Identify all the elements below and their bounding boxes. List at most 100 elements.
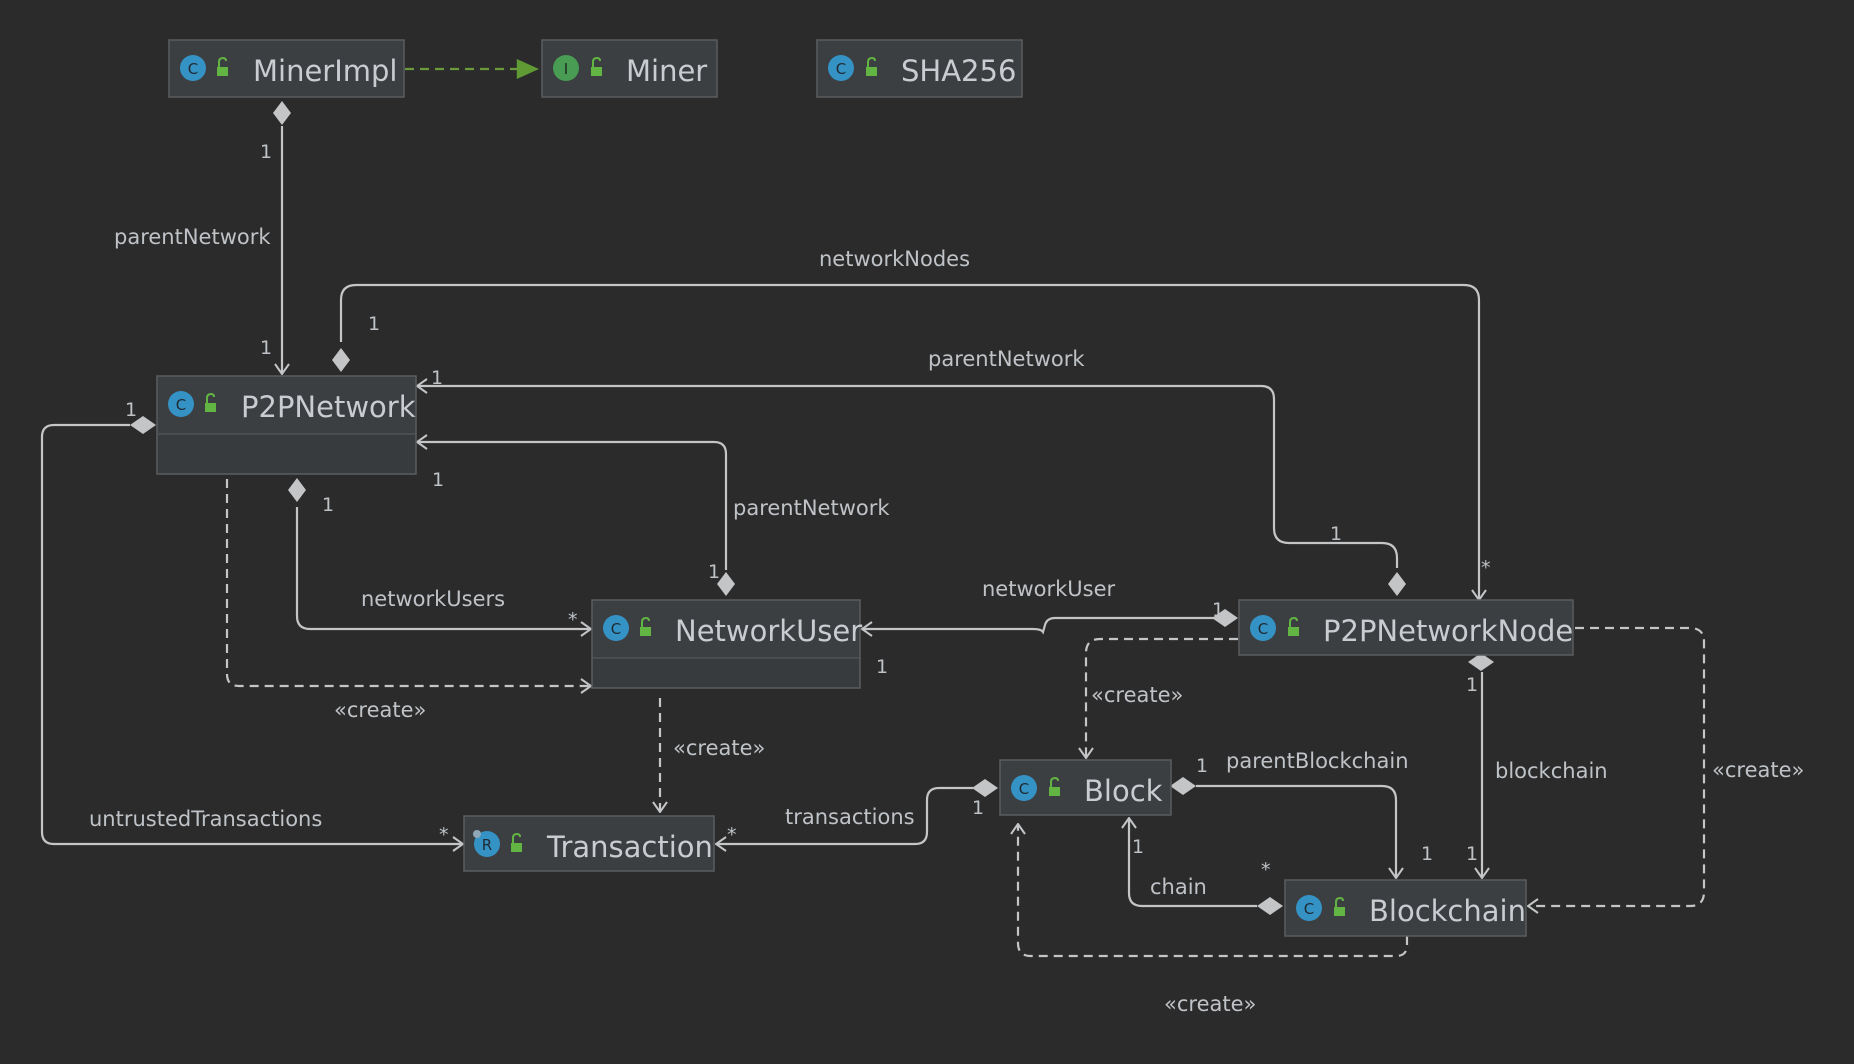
class-name: Block — [1084, 774, 1163, 808]
composition-diamond-icon — [972, 779, 998, 797]
class-icon: C — [828, 55, 854, 81]
network-users-edge: networkUsers 1 * — [288, 478, 591, 631]
multiplicity-label: 1 — [1330, 523, 1342, 545]
class-box-sha256[interactable]: C SHA256 — [816, 39, 1023, 98]
class-box-transaction[interactable]: R Transaction — [463, 815, 715, 872]
class-box-miner-impl[interactable]: C MinerImpl — [168, 39, 405, 98]
user-parent-network-edge: parentNetwork 1 1 — [417, 442, 890, 596]
class-icon: C — [1250, 615, 1276, 641]
edge-label: blockchain — [1495, 759, 1608, 783]
composition-diamond-icon — [1170, 777, 1196, 795]
class-icon: C — [180, 55, 206, 81]
svg-text:C: C — [1258, 620, 1268, 638]
class-box-blockchain[interactable]: C Blockchain — [1284, 879, 1527, 937]
multiplicity-label: 1 — [1466, 843, 1478, 865]
multiplicity-label: 1 — [432, 469, 444, 491]
lock-open-icon — [217, 56, 228, 76]
multiplicity-label: 1 — [1421, 843, 1433, 865]
multiplicity-label: 1 — [1466, 674, 1478, 696]
edge-label: «create» — [1164, 992, 1256, 1016]
composition-diamond-icon — [288, 478, 306, 502]
record-icon: R — [473, 830, 500, 857]
blockchain-edge: blockchain 1 1 — [1466, 653, 1608, 878]
class-icon: C — [1296, 895, 1322, 921]
multiplicity-label: 1 — [368, 313, 380, 335]
edge-label: networkNodes — [819, 247, 970, 271]
svg-text:R: R — [482, 836, 492, 854]
edge-label: parentNetwork — [114, 225, 271, 249]
parent-blockchain-edge: parentBlockchain 1 1 — [1170, 749, 1433, 878]
svg-text:C: C — [836, 60, 846, 78]
svg-text:C: C — [611, 620, 621, 638]
class-name: Blockchain — [1369, 894, 1526, 928]
class-box-p2p-network[interactable]: C P2PNetwork — [156, 375, 417, 475]
create-block-from-blockchain-edge: «create» — [1018, 824, 1409, 1016]
multiplicity-label: 1 — [708, 561, 720, 583]
composition-diamond-icon — [1388, 572, 1406, 596]
lock-open-icon — [1049, 776, 1060, 796]
multiplicity-label: 1 — [972, 797, 984, 819]
chain-edge: chain 1 * — [1129, 818, 1283, 915]
untrusted-transactions-edge: untrustedTransactions 1 * — [40, 399, 463, 846]
multiplicity-label: * — [568, 609, 578, 631]
composition-diamond-icon — [273, 101, 291, 125]
lock-open-icon — [640, 616, 651, 636]
class-name: MinerImpl — [253, 54, 398, 88]
lock-open-icon — [591, 56, 602, 76]
edge-label: parentNetwork — [928, 347, 1085, 371]
network-nodes-edge: networkNodes 1 * — [332, 247, 1491, 600]
edge-label: transactions — [785, 805, 915, 829]
multiplicity-label: * — [1481, 557, 1491, 579]
composition-diamond-icon — [1468, 653, 1494, 671]
create-block-edge: «create» — [1086, 637, 1238, 758]
lock-open-icon — [205, 392, 216, 412]
multiplicity-label: 1 — [1212, 599, 1224, 621]
interface-icon: I — [553, 55, 579, 81]
lock-open-icon — [1334, 896, 1345, 916]
edge-label: «create» — [1091, 683, 1183, 707]
composition-diamond-icon — [130, 416, 156, 434]
class-icon: C — [603, 615, 629, 641]
network-user-edge: networkUser 1 1 — [862, 577, 1238, 678]
lock-open-icon — [866, 56, 877, 76]
edge-label: «create» — [1712, 758, 1804, 782]
class-box-p2p-network-node[interactable]: C P2PNetworkNode — [1238, 599, 1574, 656]
multiplicity-label: 1 — [1132, 836, 1144, 858]
composition-diamond-icon — [1257, 897, 1283, 915]
node-parent-network-edge: parentNetwork 1 1 — [417, 347, 1406, 596]
multiplicity-label: 1 — [322, 494, 334, 516]
class-box-block[interactable]: C Block — [999, 759, 1172, 816]
edge-label: parentNetwork — [733, 496, 890, 520]
composition-diamond-icon — [332, 348, 350, 372]
class-icon: C — [1011, 775, 1037, 801]
class-name: NetworkUser — [675, 614, 862, 648]
lock-open-icon — [1288, 616, 1299, 636]
multiplicity-label: * — [1261, 859, 1271, 881]
class-box-miner[interactable]: I Miner — [541, 39, 718, 98]
class-name: Miner — [626, 54, 707, 88]
class-name: Transaction — [546, 830, 713, 864]
lock-open-icon — [511, 832, 522, 852]
svg-text:I: I — [564, 60, 568, 78]
multiplicity-label: 1 — [876, 656, 888, 678]
multiplicity-label: 1 — [260, 337, 272, 359]
multiplicity-label: 1 — [431, 367, 443, 389]
create-network-user-edge: «create» — [225, 479, 591, 722]
multiplicity-label: 1 — [125, 399, 137, 421]
svg-text:C: C — [188, 60, 198, 78]
create-blockchain-edge: «create» — [1528, 626, 1804, 906]
composition-diamond-icon — [717, 572, 735, 596]
edge-label: «create» — [334, 698, 426, 722]
svg-text:C: C — [1304, 900, 1314, 918]
edge-label: networkUser — [982, 577, 1116, 601]
class-name: SHA256 — [901, 54, 1016, 88]
edge-label: untrustedTransactions — [89, 807, 322, 831]
create-transaction-edge: «create» — [660, 698, 765, 812]
class-icon: C — [168, 391, 194, 417]
composition-diamond-icon — [1212, 609, 1238, 627]
class-box-network-user[interactable]: C NetworkUser — [591, 599, 862, 689]
edge-label: networkUsers — [361, 587, 505, 611]
class-name: P2PNetwork — [241, 390, 416, 424]
svg-text:C: C — [1019, 780, 1029, 798]
